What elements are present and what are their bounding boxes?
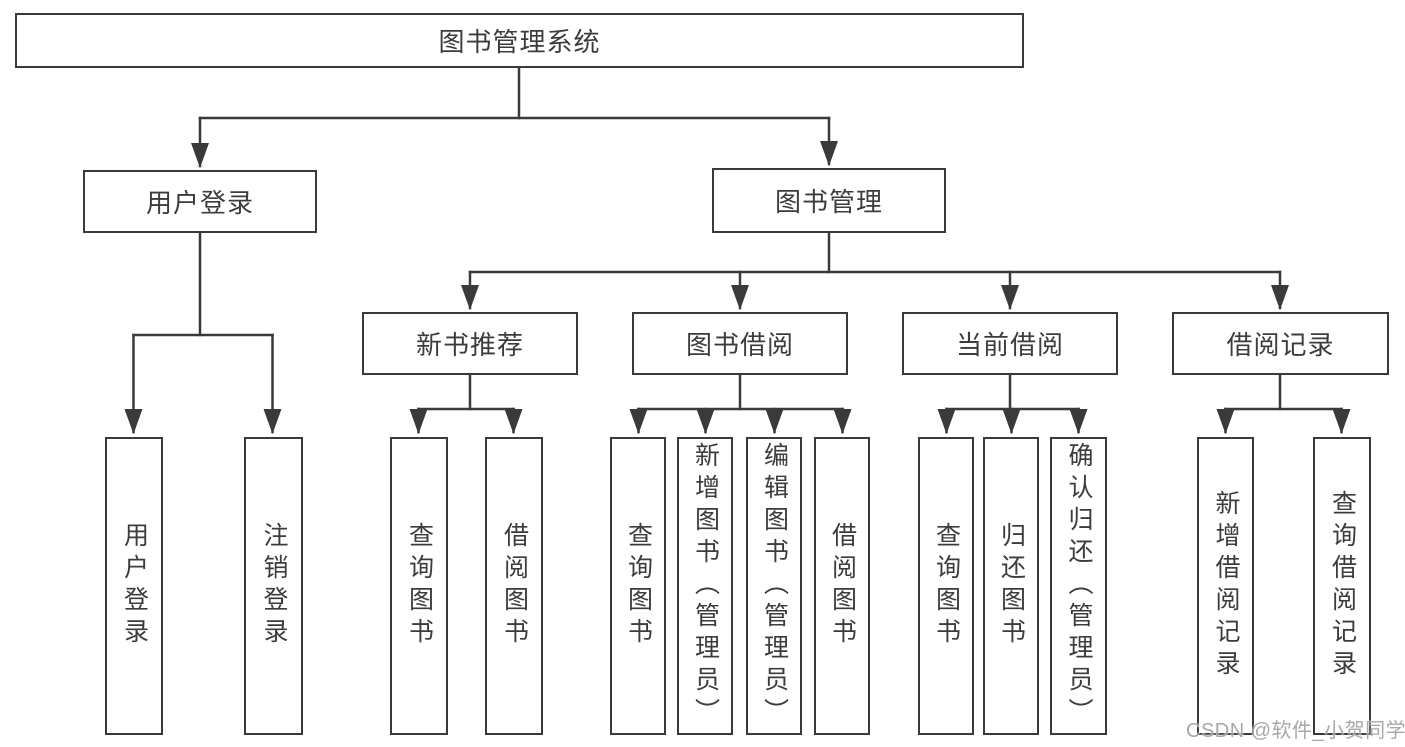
- leaf-label: 确认归还（管理员）: [1065, 442, 1093, 730]
- connector-group: [124, 66, 1351, 434]
- leaf-label: 归还图书: [997, 522, 1026, 650]
- leaf-label: 新增图书（管理员）: [691, 442, 720, 730]
- node-book-borrowing: 图书借阅: [632, 312, 848, 375]
- leaf-label: 借阅图书: [828, 522, 857, 650]
- leaf-add-borrow-record: 新增借阅记录: [1197, 437, 1254, 735]
- leaf-label: 编辑图书（管理员）: [760, 442, 789, 730]
- csdn-watermark: CSDN @软件_小贺同学: [1186, 720, 1405, 742]
- leaf-label: 用户登录: [120, 522, 149, 650]
- leaf-add-books-admin: 新增图书（管理员）: [677, 437, 733, 735]
- node-book-management: 图书管理: [712, 168, 946, 233]
- leaf-label: 查询图书: [932, 522, 961, 650]
- leaf-return-books: 归还图书: [983, 437, 1039, 735]
- leaf-confirm-return-admin: 确认归还（管理员）: [1050, 437, 1107, 735]
- node-borrowing-records: 借阅记录: [1172, 312, 1389, 375]
- leaf-label: 借阅图书: [500, 522, 529, 650]
- node-current-borrowing: 当前借阅: [902, 312, 1118, 375]
- leaf-query-books-recommend: 查询图书: [390, 437, 448, 735]
- leaf-edit-books-admin: 编辑图书（管理员）: [746, 437, 802, 735]
- leaf-query-books-borrowing: 查询图书: [610, 437, 666, 735]
- leaf-borrow-books-recommend: 借阅图书: [485, 437, 543, 735]
- leaf-label: 注销登录: [260, 522, 288, 650]
- node-library-management-system: 图书管理系统: [15, 13, 1024, 68]
- leaf-label: 查询借阅记录: [1328, 490, 1357, 682]
- leaf-label: 新增借阅记录: [1212, 490, 1240, 682]
- leaf-label: 查询图书: [624, 522, 653, 650]
- leaf-query-borrow-record: 查询借阅记录: [1313, 437, 1371, 735]
- leaf-borrow-books: 借阅图书: [814, 437, 870, 735]
- node-new-book-recommendation: 新书推荐: [362, 312, 578, 375]
- leaf-query-books-current: 查询图书: [918, 437, 974, 735]
- leaf-label: 查询图书: [405, 522, 434, 650]
- leaf-logout: 注销登录: [244, 437, 303, 735]
- leaf-user-login: 用户登录: [105, 437, 163, 735]
- node-user-login: 用户登录: [83, 170, 317, 233]
